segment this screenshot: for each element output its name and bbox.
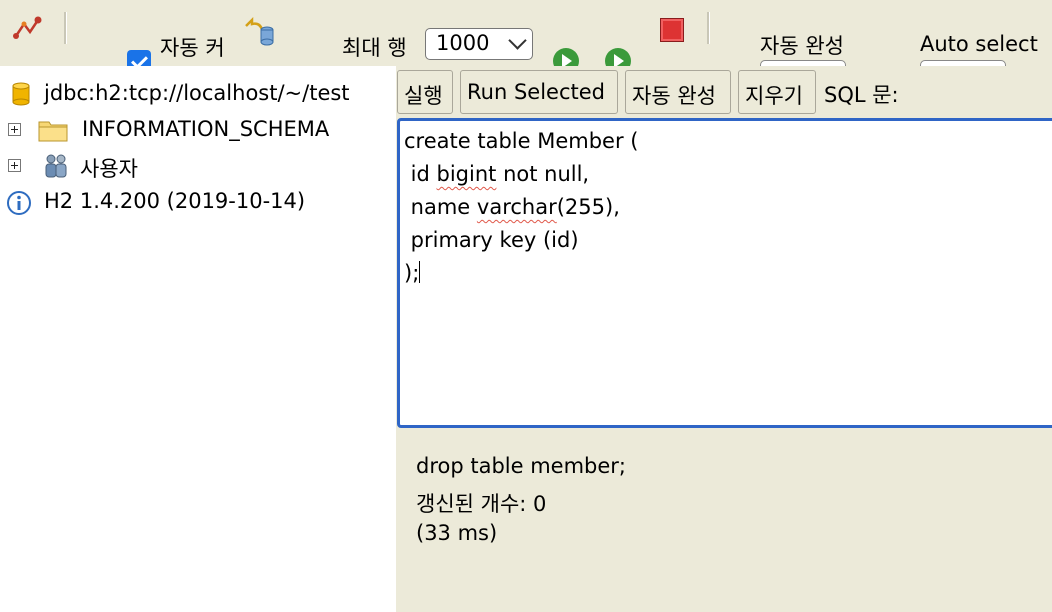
schema-tree: jdbc:h2:tcp://localhost/~/test INFORMATI… — [0, 66, 392, 612]
run-selected-button[interactable]: Run Selected — [460, 70, 618, 114]
code-line: create table Member ( — [404, 129, 639, 153]
query-panel: 실행 Run Selected 자동 완성 지우기 SQL 문: create … — [396, 66, 1052, 612]
autoselect-select[interactable] — [920, 60, 1006, 66]
sql-editor[interactable]: create table Member ( id bigint not null… — [397, 118, 1052, 428]
autocommit-label: 자동 커 — [160, 36, 225, 60]
expand-icon[interactable] — [8, 159, 21, 172]
expand-icon[interactable] — [8, 123, 21, 136]
result-line: (33 ms) — [416, 521, 498, 545]
chevron-down-icon — [508, 31, 527, 50]
toolbar-separator — [707, 12, 710, 44]
rollback-icon[interactable] — [242, 16, 276, 46]
code-line: id bigint not null, — [404, 162, 590, 186]
code-line: ); — [404, 261, 421, 285]
database-icon — [12, 82, 30, 106]
sql-statement-label: SQL 문: — [824, 83, 899, 107]
toolbar-separator — [64, 12, 67, 44]
users-icon — [45, 154, 67, 178]
run-icon[interactable] — [553, 48, 579, 66]
text-caret — [419, 261, 421, 283]
clear-button[interactable]: 지우기 — [738, 70, 816, 114]
tree-item-label: INFORMATION_SCHEMA — [82, 117, 330, 141]
tree-connection-label: jdbc:h2:tcp://localhost/~/test — [44, 81, 350, 105]
autoselect-label: Auto select — [920, 32, 1038, 56]
disconnect-icon[interactable] — [12, 14, 44, 42]
code-line: primary key (id) — [404, 228, 579, 252]
result-line: drop table member; — [416, 454, 627, 478]
spellcheck-word: bigint — [436, 162, 497, 186]
run-selected-icon[interactable] — [605, 48, 631, 66]
spellcheck-word: varchar — [476, 195, 557, 219]
stop-icon[interactable] — [660, 18, 684, 42]
autocommit-checkbox[interactable] — [127, 50, 151, 66]
folder-icon — [38, 121, 68, 142]
max-rows-value: 1000 — [436, 31, 490, 55]
run-button[interactable]: 실행 — [397, 70, 453, 114]
tree-item-label: H2 1.4.200 (2019-10-14) — [44, 189, 306, 213]
autocomplete-select[interactable] — [760, 60, 846, 66]
result-line: 갱신된 개수: 0 — [416, 492, 547, 516]
max-rows-label: 최대 행 — [342, 36, 407, 60]
info-icon — [7, 191, 31, 215]
main-toolbar: 자동 커 최대 행 1000 자동 완성 Auto select — [0, 0, 1052, 66]
autocomplete-button[interactable]: 자동 완성 — [625, 70, 731, 114]
max-rows-select[interactable]: 1000 — [425, 28, 533, 60]
code-line: name varchar(255), — [404, 195, 620, 219]
autocomplete-label: 자동 완성 — [760, 34, 844, 58]
tree-item-label: 사용자 — [80, 157, 138, 181]
